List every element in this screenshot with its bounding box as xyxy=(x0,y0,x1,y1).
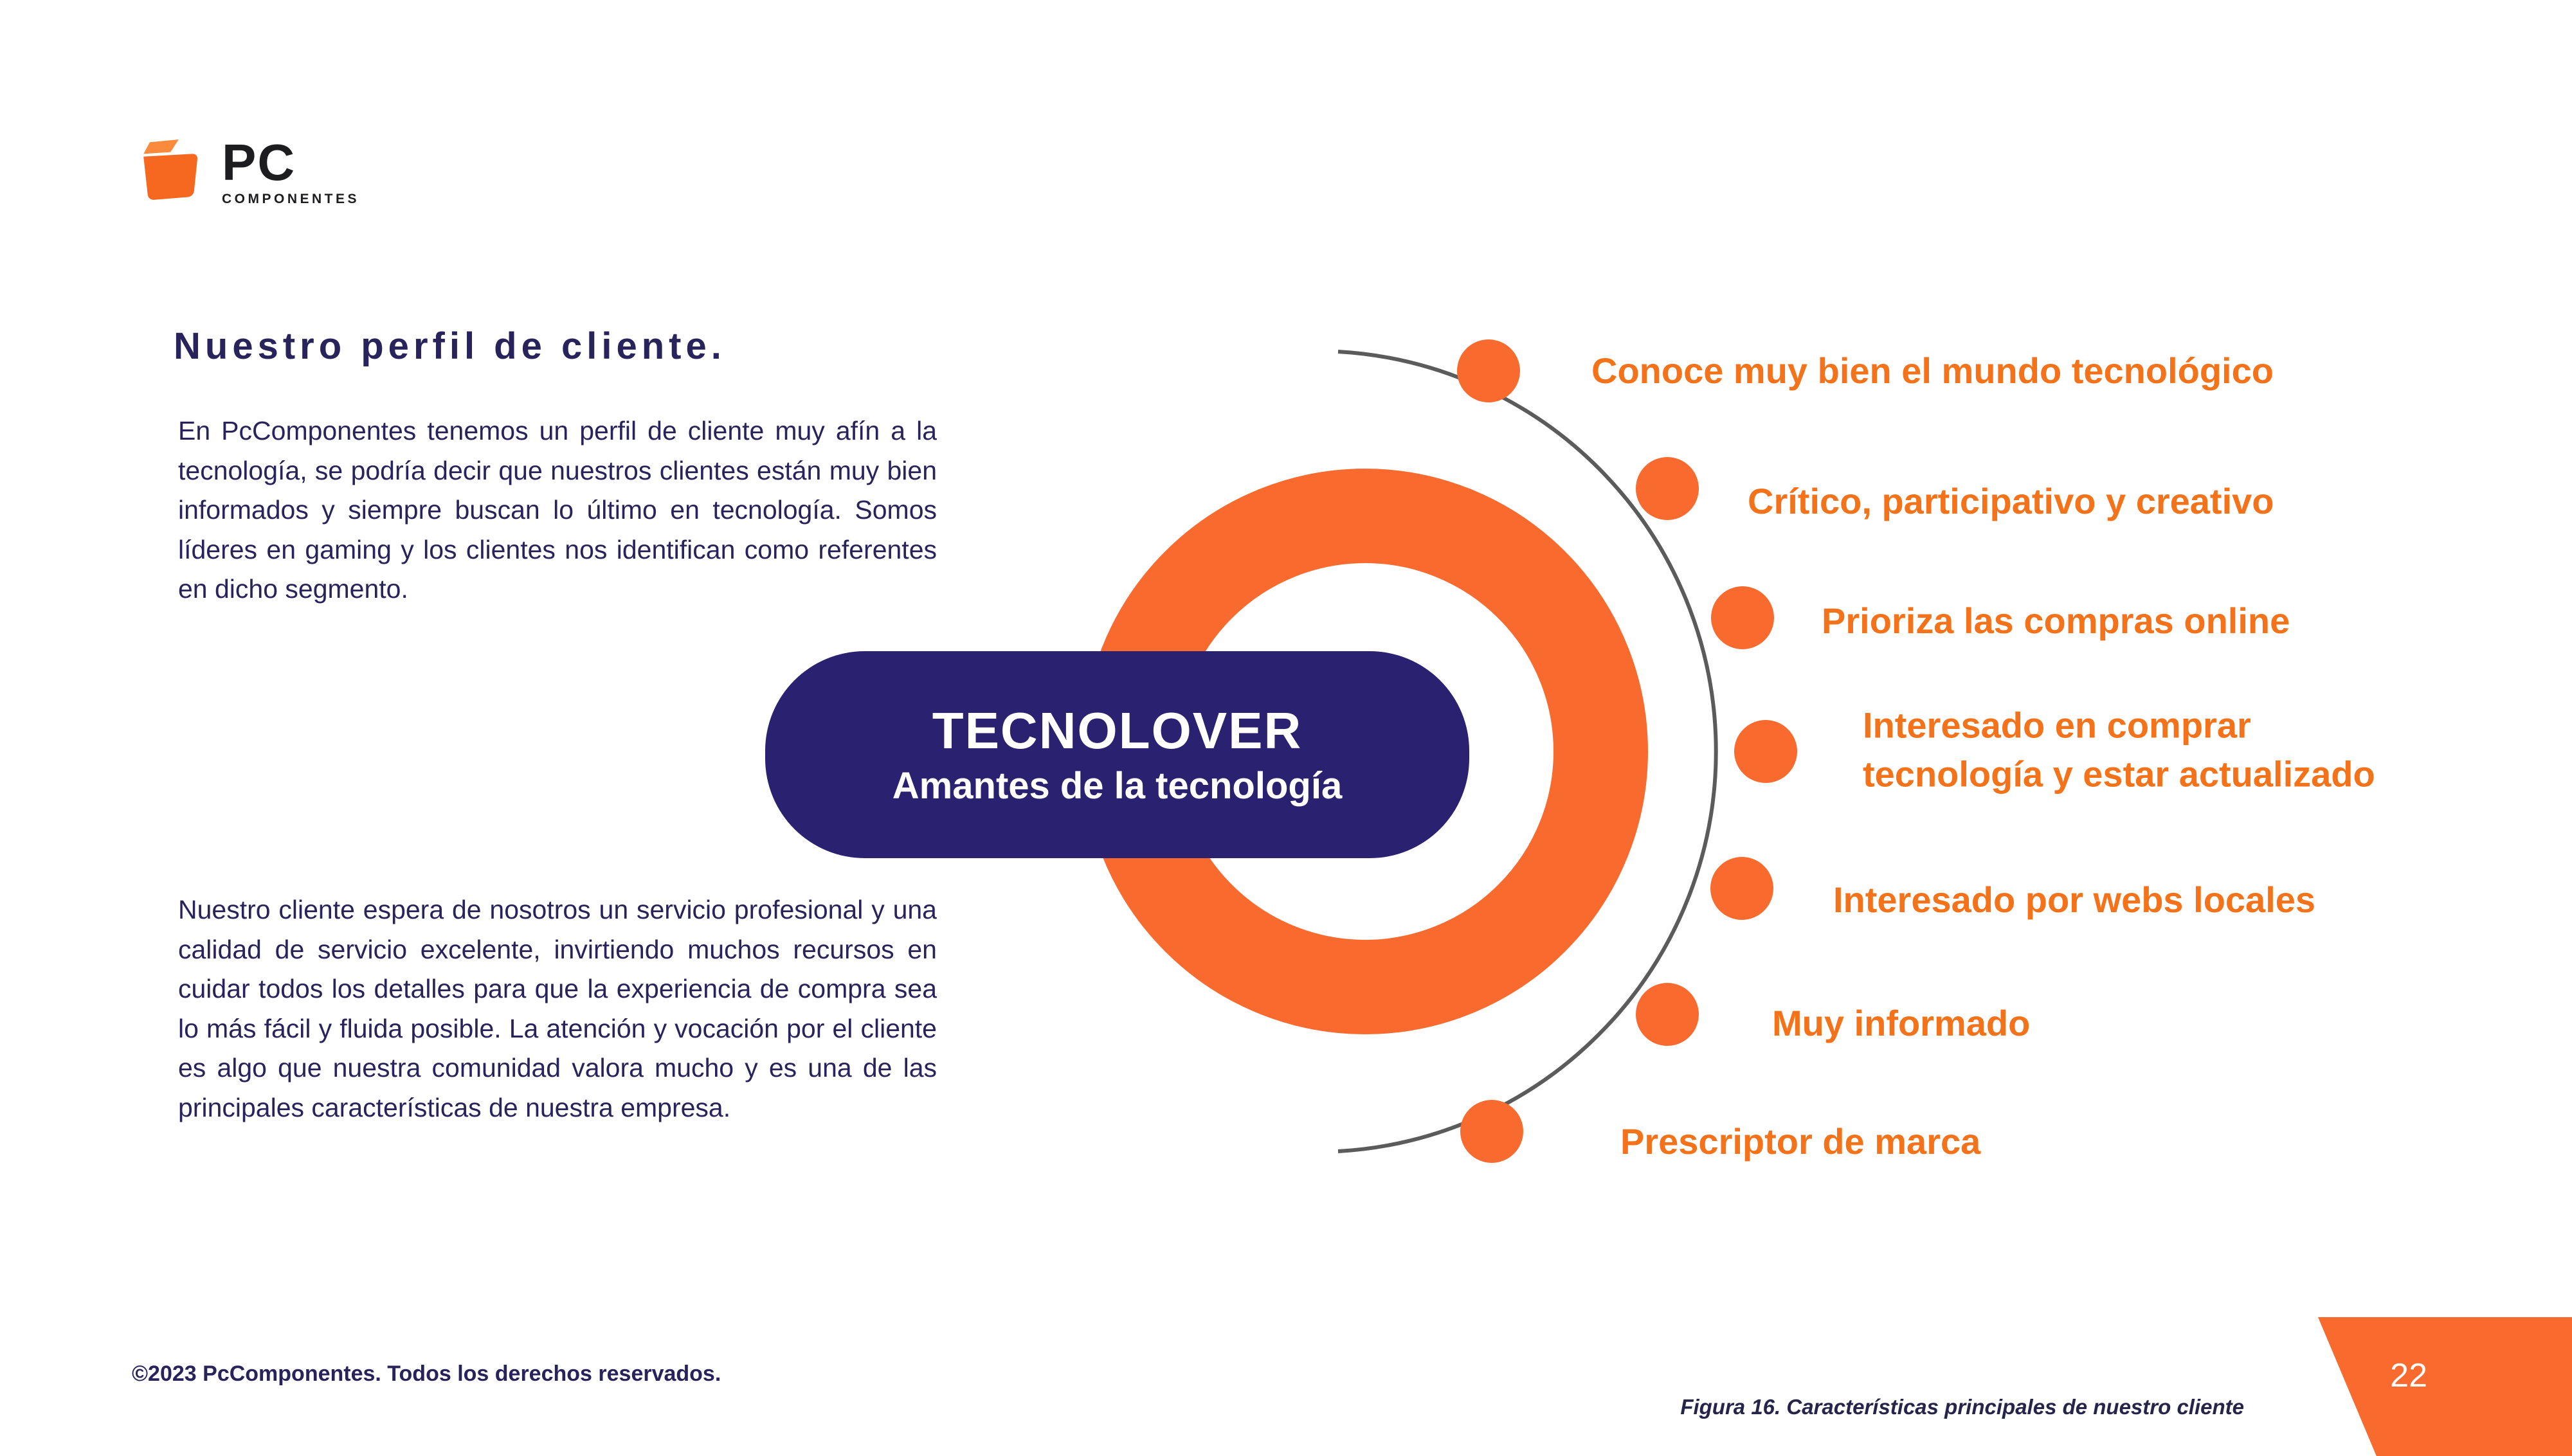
trait-dot xyxy=(1636,457,1699,520)
figure-caption: Figura 16. Características principales d… xyxy=(1680,1395,2244,1419)
trait-dot xyxy=(1710,857,1773,920)
trait-label: Conoce muy bien el mundo tecnológico xyxy=(1591,350,2274,391)
center-pill: TECNOLOVER Amantes de la tecnología xyxy=(765,651,1469,858)
brand-name: PC xyxy=(222,133,296,191)
trait-dot xyxy=(1460,1100,1523,1163)
trait-label: Crítico, participativo y creativo xyxy=(1748,481,2274,522)
brand-subname: COMPONENTES xyxy=(222,191,360,206)
box-flap-shape xyxy=(143,139,179,154)
trait-dot xyxy=(1734,720,1797,783)
trait-label: Interesado en comprar tecnología y estar… xyxy=(1863,705,2375,794)
trait-label: Interesado por webs locales xyxy=(1833,879,2316,921)
center-title: TECNOLOVER xyxy=(932,702,1303,760)
trait-dot xyxy=(1636,983,1699,1046)
page-number: 22 xyxy=(2390,1357,2427,1394)
box-logo-icon xyxy=(143,139,197,200)
page-number-tab xyxy=(2318,1317,2572,1456)
page-title: Nuestro perfil de cliente. xyxy=(174,325,726,367)
center-subtitle: Amantes de la tecnología xyxy=(892,765,1343,807)
service-paragraph: Nuestro cliente espera de nosotros un se… xyxy=(178,895,937,1122)
box-body-shape xyxy=(143,154,197,200)
brand-text: PC COMPONENTES xyxy=(222,133,360,206)
footer-copyright: ©2023 PcComponentes. Todos los derechos … xyxy=(132,1362,721,1386)
trait-dot xyxy=(1457,339,1520,402)
trait-label: Prescriptor de marca xyxy=(1620,1121,1981,1162)
logo: PC COMPONENTES xyxy=(132,135,359,207)
trait-label: Muy informado xyxy=(1772,1003,2031,1044)
trait-label: Prioriza las compras online xyxy=(1822,600,2290,642)
trait-dot xyxy=(1711,586,1774,649)
intro-paragraph: En PcComponentes tenemos un perfil de cl… xyxy=(178,416,937,604)
